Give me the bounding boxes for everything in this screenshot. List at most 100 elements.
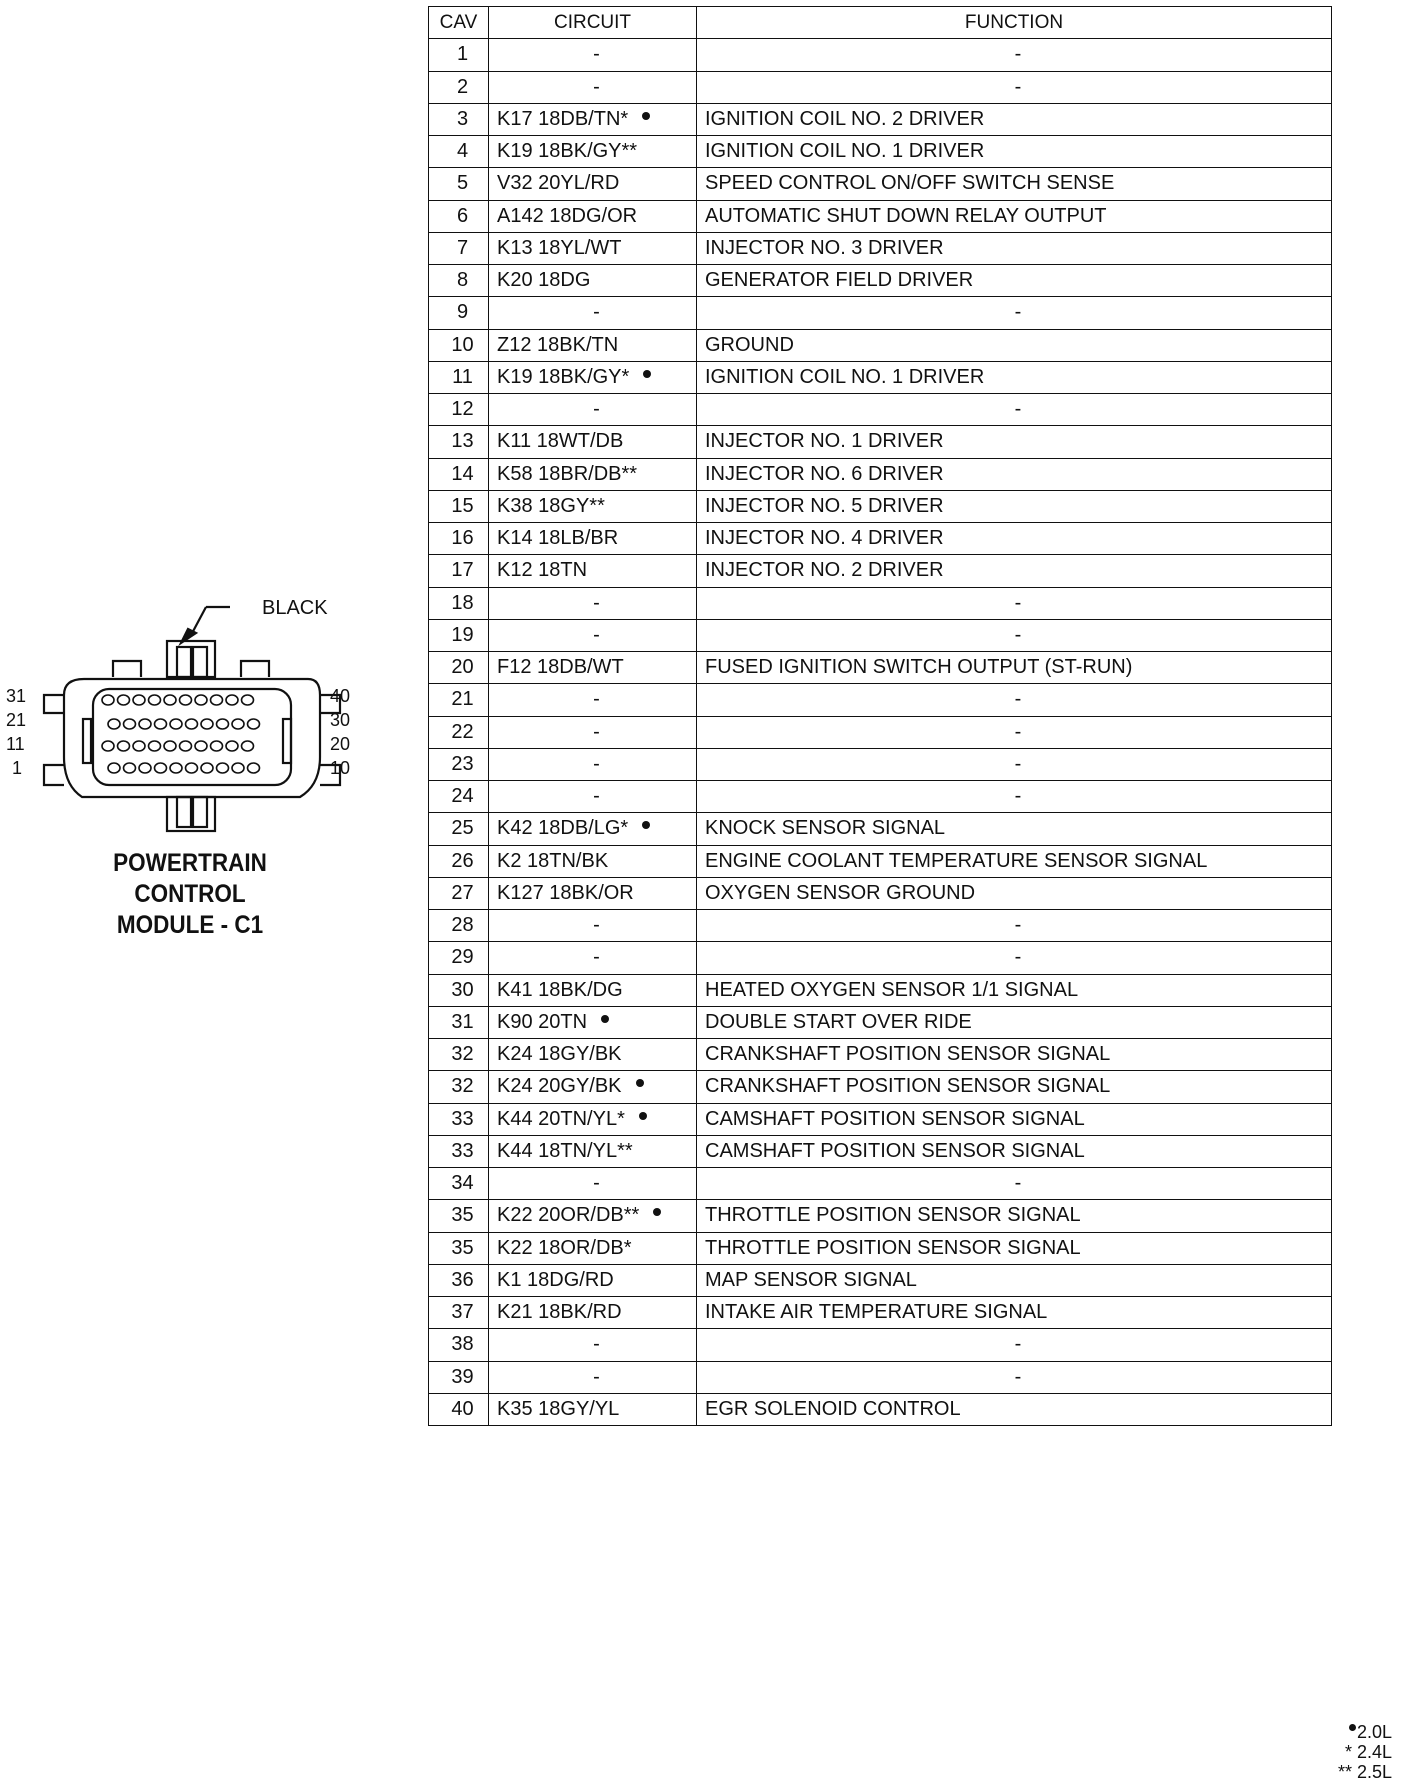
circuit-code: -: [593, 688, 600, 711]
table-row: 29--: [428, 941, 1332, 975]
cell-circuit: -: [488, 1328, 697, 1362]
circuit-code: K17 18DB/TN*: [497, 107, 629, 130]
cell-circuit: K44 20TN/YL*: [488, 1102, 697, 1136]
cell-function: -: [696, 747, 1332, 782]
circuit-code: -: [593, 1365, 600, 1388]
cell-circuit: V32 20YL/RD: [488, 167, 697, 201]
connector-title-line-2: CONTROL: [134, 880, 246, 908]
cell-cav: 37: [428, 1295, 489, 1330]
circuit-code: K35 18GY/YL: [497, 1397, 620, 1420]
pin-label-right-20: 20: [330, 734, 350, 754]
cell-cav: 40: [428, 1392, 489, 1427]
circuit-code: K44 18TN/YL**: [497, 1139, 633, 1162]
cell-cav: 35: [428, 1231, 489, 1265]
cell-cav: 25: [428, 812, 489, 846]
cell-function: INJECTOR NO. 2 DRIVER: [696, 554, 1332, 588]
cell-circuit: -: [488, 941, 697, 975]
pin-label-right-10: 10: [330, 758, 350, 778]
cell-circuit: K38 18GY**: [488, 489, 697, 524]
connector-body: [62, 677, 322, 799]
cell-function: -: [696, 1360, 1332, 1394]
cell-circuit: -: [488, 1360, 697, 1394]
cell-cav: 27: [428, 876, 489, 911]
pin-hole: [101, 740, 115, 752]
cell-circuit: K42 18DB/LG*: [488, 812, 697, 846]
legend-double-star-label: ** 2.5L: [1337, 1762, 1392, 1782]
cell-function: -: [696, 941, 1332, 975]
dot-marker-icon: [642, 111, 651, 120]
cell-function: INJECTOR NO. 6 DRIVER: [696, 457, 1332, 491]
circuit-code: -: [593, 1333, 600, 1356]
circuit-code: K2 18TN/BK: [497, 849, 609, 872]
table-row: 34--: [428, 1166, 1332, 1201]
circuit-code: K22 18OR/DB*: [497, 1236, 632, 1259]
cell-cav: 18: [428, 586, 489, 620]
cell-cav: 34: [428, 1166, 489, 1201]
circuit-code: K20 18DG: [497, 269, 591, 292]
pin-label-right-40: 40: [330, 686, 350, 706]
cell-cav: 3: [428, 102, 489, 137]
cell-cav: 13: [428, 425, 489, 459]
cell-function: CRANKSHAFT POSITION SENSOR SIGNAL: [696, 1070, 1332, 1104]
pin-cavity-face: [91, 687, 293, 787]
cell-function: -: [696, 908, 1332, 943]
pin-hole: [246, 762, 261, 774]
cell-cav: 31: [428, 1005, 489, 1040]
cell-function: AUTOMATIC SHUT DOWN RELAY OUTPUT: [696, 199, 1332, 233]
pin-hole: [116, 740, 131, 752]
cell-circuit: K41 18BK/DG: [488, 973, 697, 1007]
pin-hole: [184, 762, 199, 774]
cell-circuit: K12 18TN: [488, 554, 697, 588]
circuit-code: K13 18YL/WT: [497, 236, 622, 259]
circuit-code: K42 18DB/LG*: [497, 817, 629, 840]
pin-hole: [240, 740, 255, 752]
cell-function: -: [696, 392, 1332, 427]
cell-function: -: [696, 618, 1332, 653]
cell-function: IGNITION COIL NO. 1 DRIVER: [696, 134, 1332, 169]
cell-cav: 33: [428, 1102, 489, 1136]
table-row: 38--: [428, 1328, 1332, 1362]
pin-hole: [138, 718, 152, 730]
cell-cav: 39: [428, 1360, 489, 1394]
cell-cav: 22: [428, 715, 489, 749]
cell-function: -: [696, 1328, 1332, 1362]
dot-marker-icon: [638, 1111, 647, 1120]
pin-hole: [153, 762, 168, 774]
cell-circuit: -: [488, 296, 697, 330]
table-row: 28--: [428, 908, 1332, 943]
circuit-code: K14 18LB/BR: [497, 527, 619, 550]
circuit-code: K19 18BK/GY**: [497, 140, 638, 163]
pin-label-left-1: 1: [12, 758, 22, 778]
circuit-code: -: [593, 75, 600, 98]
cell-circuit: -: [488, 586, 697, 620]
cell-circuit: K21 18BK/RD: [488, 1295, 697, 1330]
circuit-code: -: [593, 43, 600, 66]
pin-hole: [194, 694, 208, 706]
cell-cav: 32: [428, 1070, 489, 1104]
pin-hole: [138, 762, 152, 774]
circuit-code: K11 18WT/DB: [497, 430, 624, 453]
cell-circuit: K13 18YL/WT: [488, 231, 697, 266]
table-row: 2--: [428, 70, 1332, 104]
cell-function: INJECTOR NO. 1 DRIVER: [696, 425, 1332, 459]
cell-circuit: K58 18BR/DB**: [488, 457, 697, 491]
cell-cav: 21: [428, 683, 489, 717]
pin-hole: [169, 762, 183, 774]
cell-function: IGNITION COIL NO. 1 DRIVER: [696, 360, 1332, 395]
table-row: 12--: [428, 392, 1332, 427]
cell-function: IGNITION COIL NO. 2 DRIVER: [696, 102, 1332, 137]
pin-hole: [178, 694, 193, 706]
connector-title-line-1: POWERTRAIN: [113, 849, 267, 877]
table-row: 19--: [428, 618, 1332, 653]
cell-function: GENERATOR FIELD DRIVER: [696, 263, 1332, 298]
cell-circuit: K17 18DB/TN*: [488, 102, 697, 137]
circuit-code: F12 18DB/WT: [497, 656, 624, 679]
pin-hole: [200, 762, 214, 774]
dot-marker-icon: [643, 369, 652, 378]
